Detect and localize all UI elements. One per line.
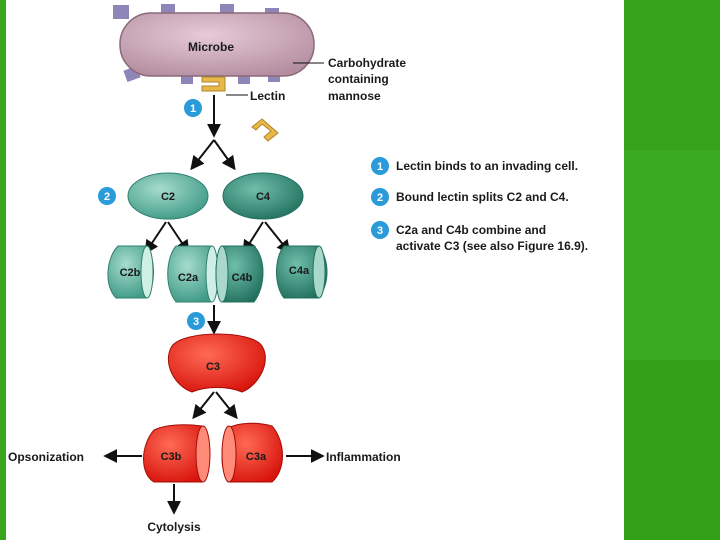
legend-step-2-text: Bound lectin splits C2 and C4.: [396, 190, 569, 204]
arrow-to-c2: [190, 139, 215, 171]
c2-label: C2: [161, 191, 175, 203]
carbohydrate-label-line-3: mannose: [328, 89, 381, 103]
step-1-badge: [184, 99, 202, 117]
step-2-badge: [98, 187, 116, 205]
inflammation-label: Inflammation: [326, 450, 401, 464]
step-3-badge-label: 3: [193, 316, 199, 328]
legend-step-1-badge: [371, 157, 389, 175]
c2-molecule: [127, 172, 209, 220]
c3-molecule: C3: [167, 333, 266, 393]
figure-panel: Microbe Carbohydrate containing mannose …: [6, 0, 624, 540]
step-1-badge-label: 1: [190, 103, 196, 115]
c4-label: C4: [256, 191, 271, 203]
carbohydrate-label-line-1: Carbohydrate: [328, 56, 406, 70]
microbe-label: Microbe: [188, 40, 234, 54]
arrow-c3-to-c3a: [215, 391, 238, 420]
arrow-c3-to-c3b: [192, 391, 215, 420]
right-green-panel: [624, 0, 720, 540]
legend-step-3-text-line-2: activate C3 (see also Figure 16.9).: [396, 239, 588, 253]
c3b-fragment: C3b: [143, 424, 211, 483]
receptor-icon: [113, 5, 129, 19]
legend-step-3-number: 3: [377, 225, 383, 237]
legend-step-3-text-line-1: C2a and C4b combine and: [396, 223, 546, 237]
c3-label: C3: [206, 361, 220, 373]
bound-lectin-icon: [201, 76, 226, 92]
microbe-body: [119, 12, 315, 77]
c4a-label: C4a: [289, 265, 310, 277]
left-green-strip: [0, 0, 6, 540]
lectin-label: Lectin: [250, 89, 285, 103]
arrow-to-c4: [213, 139, 236, 171]
legend-step-2-number: 2: [377, 192, 383, 204]
c4b-label: C4b: [232, 272, 253, 284]
free-lectin-icon: [251, 118, 279, 142]
legend-step-3-badge: [371, 221, 389, 239]
c3a-label: C3a: [246, 451, 267, 463]
c3a-fragment: C3a: [221, 422, 283, 483]
arrow-c2-to-c2b: [144, 221, 167, 255]
c2a-c4b-complex: C2a C4b: [167, 245, 264, 303]
c2b-label: C2b: [120, 267, 141, 279]
legend-step-2-badge: [371, 188, 389, 206]
step-2-badge-label: 2: [104, 191, 110, 203]
legend-step-1-text: Lectin binds to an invading cell.: [396, 159, 578, 173]
c4a-fragment: C4a: [276, 245, 328, 299]
legend-step-1-number: 1: [377, 161, 383, 173]
carbohydrate-label-line-2: containing: [328, 72, 389, 86]
lectin-pathway-diagram: Microbe Carbohydrate containing mannose …: [8, 4, 588, 534]
c2b-fragment: C2b: [107, 245, 154, 299]
microbe: Microbe: [113, 4, 315, 84]
step-3-badge: [187, 312, 205, 330]
opsonization-label: Opsonization: [8, 450, 84, 464]
c2a-label: C2a: [178, 272, 199, 284]
cytolysis-label: Cytolysis: [147, 520, 201, 534]
c4-molecule: [222, 172, 304, 220]
legend: 1 Lectin binds to an invading cell. 2 Bo…: [371, 157, 588, 253]
c3b-label: C3b: [161, 451, 182, 463]
